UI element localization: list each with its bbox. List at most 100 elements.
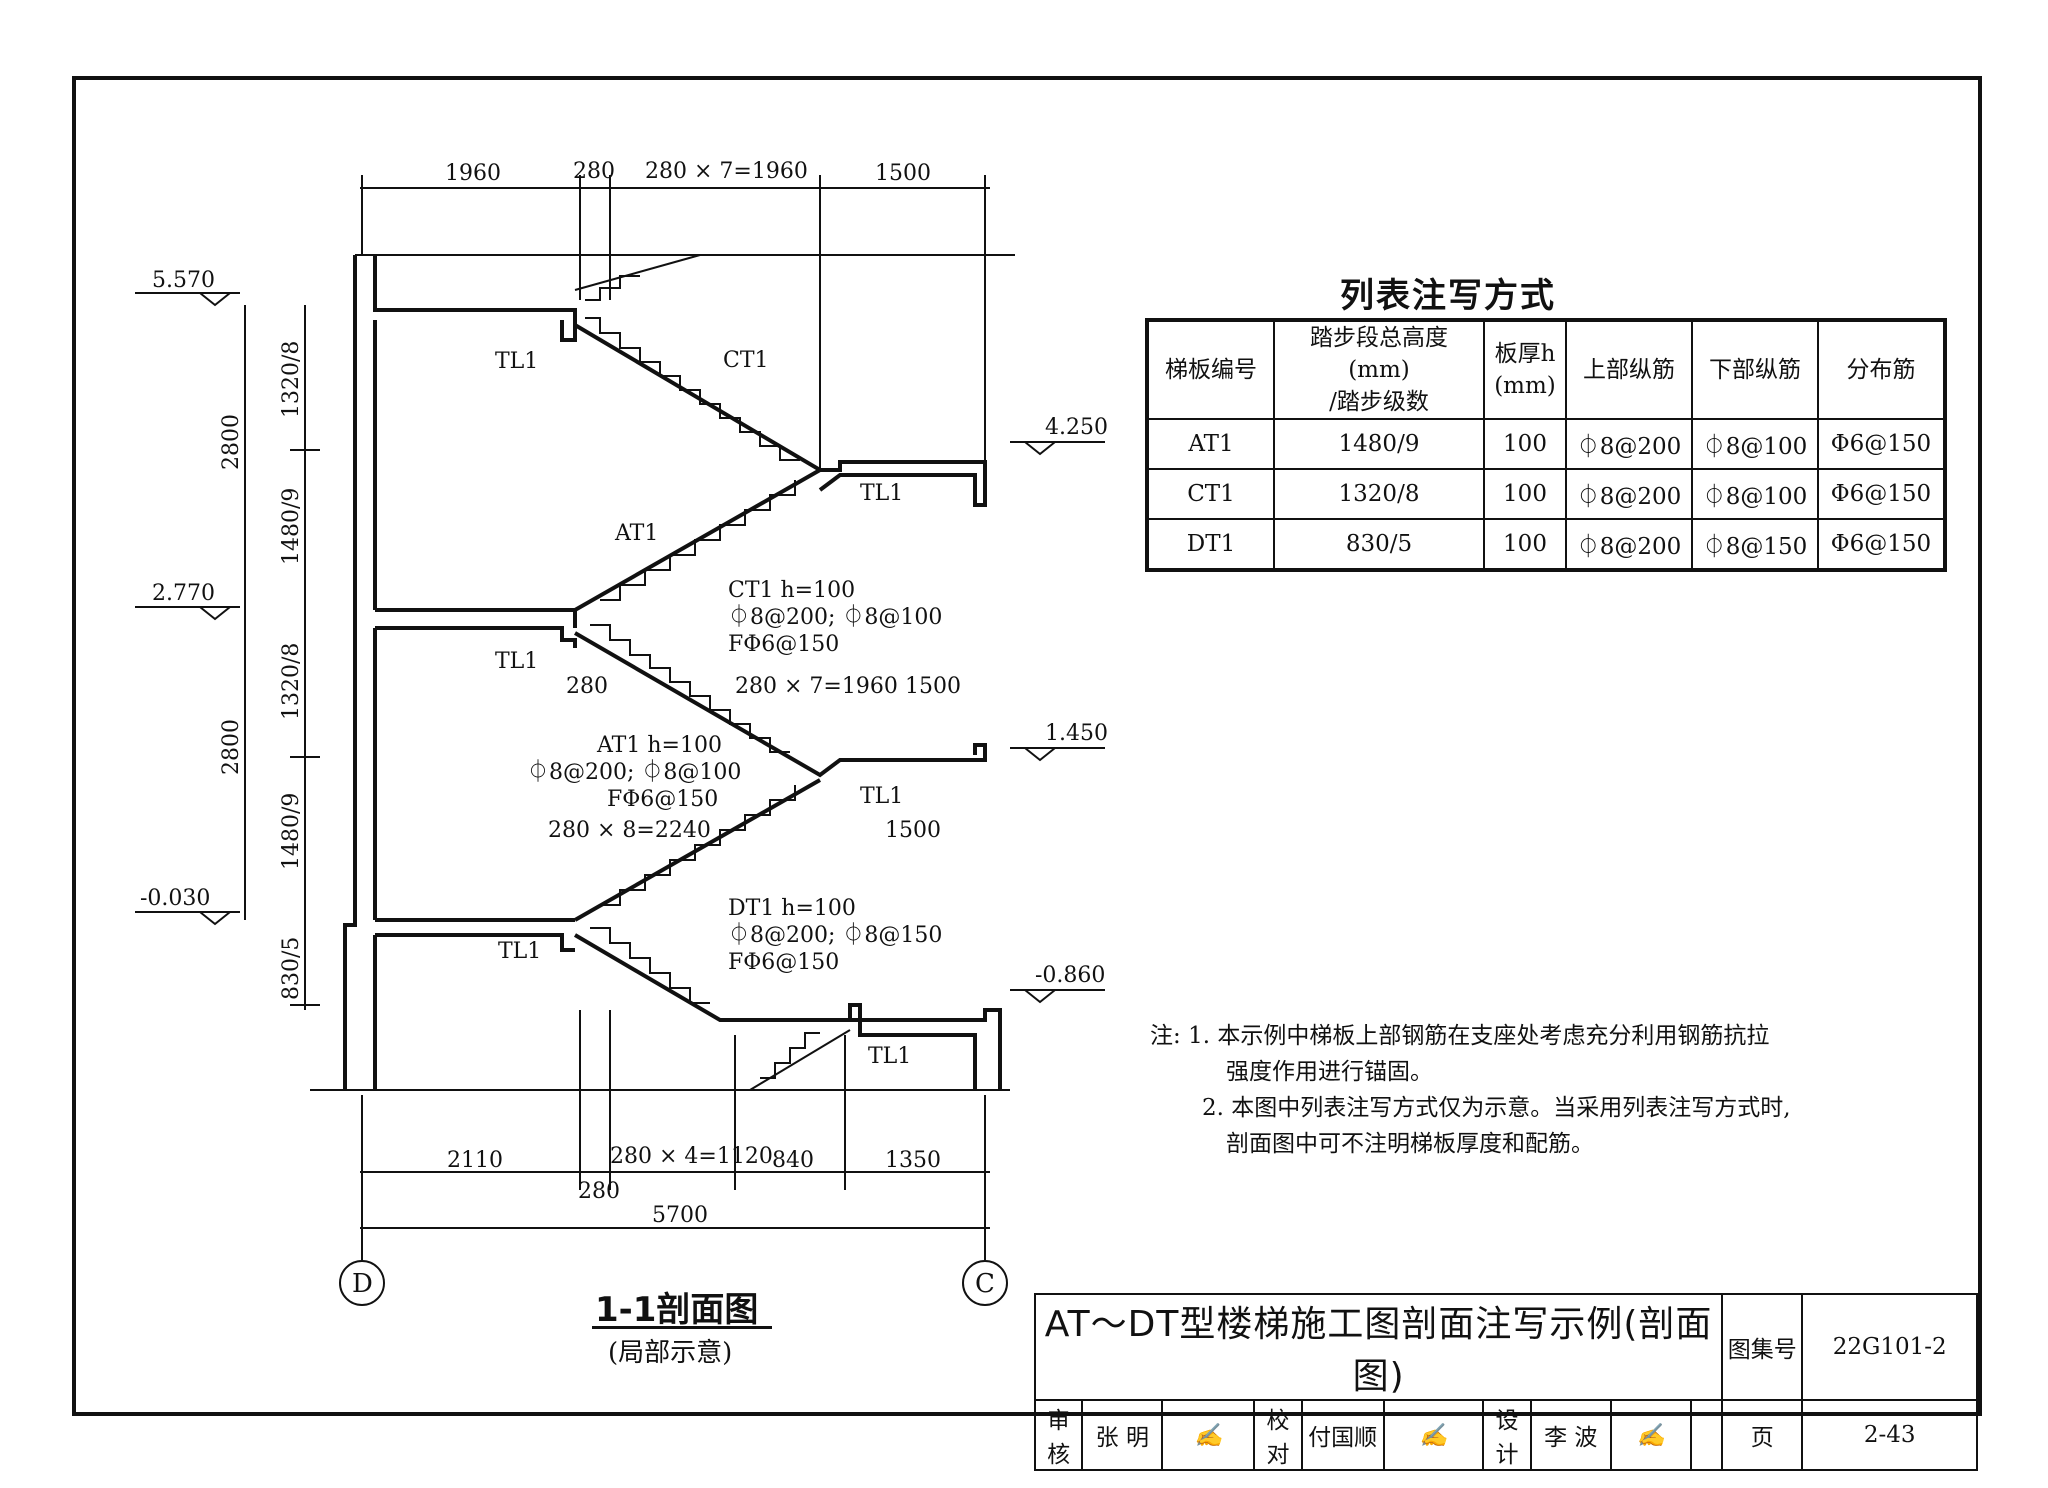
dim-bottom-steps: 280 × 4=1120 xyxy=(610,1144,773,1169)
table-cell: AT1 xyxy=(1146,418,1275,470)
stair-flights xyxy=(310,254,1010,1091)
table-row: DT1 830/5 100 ⏀8@200 ⏀8@150 Φ6@150 xyxy=(1146,518,1946,571)
table-row: AT1 1480/9 100 ⏀8@200 ⏀8@100 Φ6@150 xyxy=(1146,418,1946,470)
dim-top-1500: 1500 xyxy=(875,161,931,186)
dt1-spec-line3: FΦ6@150 xyxy=(728,950,839,975)
dim-left-2800-lower: 2800 xyxy=(219,719,244,775)
section-title: 1-1剖面图 xyxy=(595,1290,759,1330)
table-cell: ⏀8@200 xyxy=(1565,518,1693,571)
table-cell: ⏀8@100 xyxy=(1691,468,1819,520)
at1-spec-line1: AT1 h=100 xyxy=(596,733,722,758)
dim-top-1960: 1960 xyxy=(445,161,501,186)
dim-mid-1500: 1500 xyxy=(905,674,961,699)
atlas-label: 图集号 xyxy=(1721,1293,1804,1401)
at1-spec-line3: FΦ6@150 xyxy=(607,787,718,812)
dim-left-1320-upper: 1320/8 xyxy=(279,341,304,418)
table-cell: 1480/9 xyxy=(1273,418,1485,470)
header-slab-id: 梯板编号 xyxy=(1146,319,1275,420)
dim-bottom-1350: 1350 xyxy=(885,1148,941,1173)
note-2a: 2. 本图中列表注写方式仅为示意。当采用列表注写方式时, xyxy=(1202,1095,1791,1121)
table-cell: ⏀8@150 xyxy=(1691,518,1819,571)
header-dist-rebar: 分布筋 xyxy=(1817,319,1946,420)
axis-label-c: C xyxy=(975,1269,995,1299)
table-cell: ⏀8@200 xyxy=(1565,418,1693,470)
dim-mid-280: 280 xyxy=(566,674,608,699)
header-thickness: 板厚h (mm) xyxy=(1483,319,1567,420)
dim-left-1480-lower: 1480/9 xyxy=(279,793,304,870)
label-tl1-1: TL1 xyxy=(495,349,538,374)
reviewer-name: 张 明 xyxy=(1081,1399,1164,1471)
table-cell: 830/5 xyxy=(1273,518,1485,571)
stair-list-table: 梯板编号 踏步段总高度(mm) /踏步级数 板厚h (mm) 上部纵筋 下部纵筋… xyxy=(1145,318,1947,572)
label-ct1: CT1 xyxy=(723,348,769,373)
elevation-5570: 5.570 xyxy=(152,268,215,293)
table-title: 列表注写方式 xyxy=(1340,276,1556,316)
elevation-1450: 1.450 xyxy=(1045,721,1108,746)
dt1-spec-line1: DT1 h=100 xyxy=(728,896,856,921)
elevation-neg-0030: -0.030 xyxy=(140,886,210,911)
table-header-row: 梯板编号 踏步段总高度(mm) /踏步级数 板厚h (mm) 上部纵筋 下部纵筋… xyxy=(1146,319,1946,420)
dim-bottom-280: 280 xyxy=(578,1179,620,1204)
table-cell: ⏀8@100 xyxy=(1691,418,1819,470)
header-height-steps: 踏步段总高度(mm) /踏步级数 xyxy=(1273,319,1485,420)
dt1-spec-line2: ⏀8@200; ⏀8@150 xyxy=(728,922,942,948)
checker-name: 付国顺 xyxy=(1300,1399,1385,1471)
table-row: CT1 1320/8 100 ⏀8@200 ⏀8@100 Φ6@150 xyxy=(1146,468,1946,520)
atlas-number: 22G101-2 xyxy=(1801,1293,1978,1401)
dim-top-280: 280 xyxy=(573,159,615,184)
at1-spec-line2: ⏀8@200; ⏀8@100 xyxy=(527,759,741,785)
table-cell: 100 xyxy=(1483,418,1567,470)
dim-left-1320-lower: 1320/8 xyxy=(279,643,304,720)
table-cell: Φ6@150 xyxy=(1817,518,1946,571)
dim-mid-steps: 280 × 7=1960 xyxy=(735,674,898,699)
label-tl1-3: TL1 xyxy=(495,649,538,674)
note-2b: 剖面图中可不注明梯板厚度和配筋。 xyxy=(1226,1131,1594,1157)
left-wall xyxy=(343,254,1015,1090)
note-1b: 强度作用进行锚固。 xyxy=(1226,1059,1433,1085)
drawing-frame xyxy=(72,76,1982,1416)
dim-bottom-840: 840 xyxy=(772,1148,814,1173)
table-cell: Φ6@150 xyxy=(1817,468,1946,520)
table-cell: 100 xyxy=(1483,518,1567,571)
drawing-title: AT～DT型楼梯施工图剖面注写示例(剖面图) xyxy=(1033,1293,1724,1401)
label-tl1-2: TL1 xyxy=(860,481,903,506)
table-cell: ⏀8@200 xyxy=(1565,468,1693,520)
table-cell: DT1 xyxy=(1146,518,1275,571)
table-cell: Φ6@150 xyxy=(1817,418,1946,470)
header-bottom-rebar: 下部纵筋 xyxy=(1691,319,1819,420)
spacer xyxy=(1690,1399,1724,1471)
designer-signature: ✍ xyxy=(1609,1399,1693,1471)
dim-top-steps: 280 × 7=1960 xyxy=(645,159,808,184)
check-label: 校对 xyxy=(1253,1399,1303,1471)
design-label: 设计 xyxy=(1482,1399,1532,1471)
header-top-rebar: 上部纵筋 xyxy=(1565,319,1693,420)
review-label: 审核 xyxy=(1033,1399,1084,1471)
dim-mid2-steps: 280 × 8=2240 xyxy=(548,818,711,843)
dim-left-2800-upper: 2800 xyxy=(219,414,244,470)
ct1-spec-line3: FΦ6@150 xyxy=(728,632,839,657)
table-cell: 100 xyxy=(1483,468,1567,520)
title-block: AT～DT型楼梯施工图剖面注写示例(剖面图) 图集号 22G101-2 审核 张… xyxy=(1033,1293,1978,1471)
axis-label-d: D xyxy=(352,1269,373,1299)
reviewer-signature: ✍ xyxy=(1161,1399,1256,1471)
table-cell: CT1 xyxy=(1146,468,1275,520)
dim-left-1480-upper: 1480/9 xyxy=(279,488,304,565)
axis-bubble-d xyxy=(339,1260,385,1306)
section-title-underline xyxy=(592,1326,772,1329)
note-1a: 1. 本示例中梯板上部钢筋在支座处考虑充分利用钢筋抗拉 xyxy=(1188,1023,1770,1049)
page-label: 页 xyxy=(1721,1399,1804,1471)
dim-mid2-1500: 1500 xyxy=(885,818,941,843)
label-at1: AT1 xyxy=(614,521,658,546)
notes-prefix: 注: xyxy=(1150,1023,1181,1049)
elevation-4250: 4.250 xyxy=(1045,415,1108,440)
dim-bottom-2110: 2110 xyxy=(447,1148,503,1173)
elevation-2770: 2.770 xyxy=(152,581,215,606)
label-tl1-5: TL1 xyxy=(498,939,541,964)
section-subtitle: (局部示意) xyxy=(608,1338,733,1368)
dim-left-830: 830/5 xyxy=(279,937,304,1000)
notes: 注: 1. 本示例中梯板上部钢筋在支座处考虑充分利用钢筋抗拉 强度作用进行锚固。… xyxy=(1150,1018,1791,1162)
ct1-spec-line2: ⏀8@200; ⏀8@100 xyxy=(728,604,942,630)
checker-signature: ✍ xyxy=(1382,1399,1485,1471)
table-cell: 1320/8 xyxy=(1273,468,1485,520)
